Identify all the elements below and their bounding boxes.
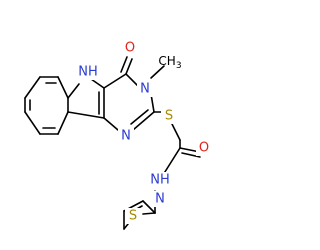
atom-labels: NH O N CH3 N S O NH S N [76,40,212,224]
atom-label-thiazole-sulfur: S [129,209,137,224]
atom-label-amide-nh: NH [150,173,170,188]
atom-label-indole-nh: NH [78,65,98,80]
atom-label-carbonyl-oxygen: O [125,41,135,56]
molecule-structure: NH O N CH3 N S O NH S N [24,40,212,230]
bond-lines [24,56,201,230]
atom-label-thioether-sulfur: S [165,109,173,124]
atom-label-thiazole-nitrogen: N [155,192,165,207]
atom-label-methyl: CH3 [158,54,181,71]
atom-label-ring-nitrogen: N [121,129,131,144]
atom-label-amide-oxygen: O [199,141,209,156]
atom-label-methyl-nitrogen: N [140,82,150,97]
